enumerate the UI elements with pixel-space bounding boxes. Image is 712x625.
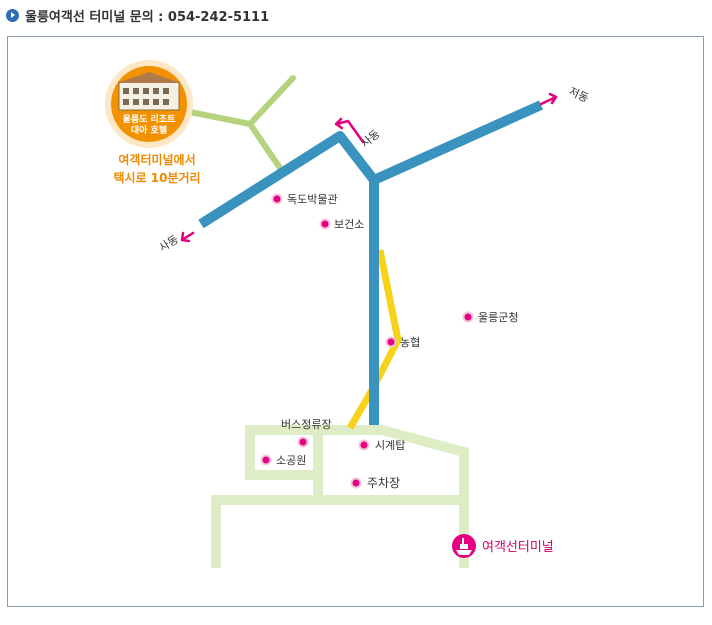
poi-label: 버스정류장 <box>281 418 332 431</box>
direction-left: 사동 <box>157 233 181 255</box>
side-road-branch <box>247 75 296 127</box>
poi-label: 울릉군청 <box>478 311 518 324</box>
direction-arrows <box>180 92 558 243</box>
poi-label: 보건소 <box>334 218 364 231</box>
poi-label: 독도박물관 <box>287 193 338 206</box>
poi-dokdo-museum: 독도박물관 <box>271 193 338 206</box>
main-road-west <box>198 131 378 229</box>
main-roads <box>198 100 544 425</box>
direction-top-middle: 사동 <box>359 127 383 150</box>
poi-parking: 주차장 <box>350 476 400 490</box>
arrow-bullet-icon <box>6 8 19 22</box>
hotel-building-icon <box>117 72 181 111</box>
lot-roads <box>211 425 469 568</box>
lot-road-left <box>211 495 464 568</box>
hotel-note-line1: 여객터미널에서 <box>118 152 195 167</box>
hotel-note-line2: 택시로 10분거리 <box>113 170 200 185</box>
ferry-terminal-icon <box>452 534 476 558</box>
poi-bus-stop: 버스정류장 <box>281 418 332 448</box>
map-header: 울릉여객선 터미널 문의 : 054-242-5111 <box>6 5 269 25</box>
poi-label: 여객선터미널 <box>482 540 554 555</box>
arrow-top-right-icon <box>539 92 558 106</box>
poi-label: 소공원 <box>276 454 306 467</box>
hotel-name-line2: 대아 호텔 <box>131 124 167 136</box>
poi-nonghyup: 농협 <box>385 336 420 349</box>
direction-top-right: 저동 <box>567 85 591 105</box>
poi-terminal: 여객선터미널 <box>452 534 554 558</box>
poi-small-park: 소공원 <box>260 454 306 467</box>
hotel-name-line1: 울릉도 리조트 <box>123 113 177 125</box>
yellow-road <box>346 249 402 430</box>
poi-label: 주차장 <box>367 476 400 490</box>
poi-label: 농협 <box>400 336 420 349</box>
arrow-left-icon <box>180 231 195 243</box>
header-title: 울릉여객선 터미널 문의 : 054-242-5111 <box>25 9 270 25</box>
poi-label: 시계탑 <box>375 439 405 452</box>
poi-county-office: 울릉군청 <box>462 311 518 324</box>
poi-clock-tower: 시계탑 <box>358 439 405 452</box>
side-roads <box>167 75 296 171</box>
arrow-top-middle-icon <box>334 117 365 144</box>
hotel-badge: 울릉도 리조트 대아 호텔 <box>105 60 193 148</box>
main-road-east <box>371 100 544 185</box>
poi-health-center: 보건소 <box>319 218 364 231</box>
